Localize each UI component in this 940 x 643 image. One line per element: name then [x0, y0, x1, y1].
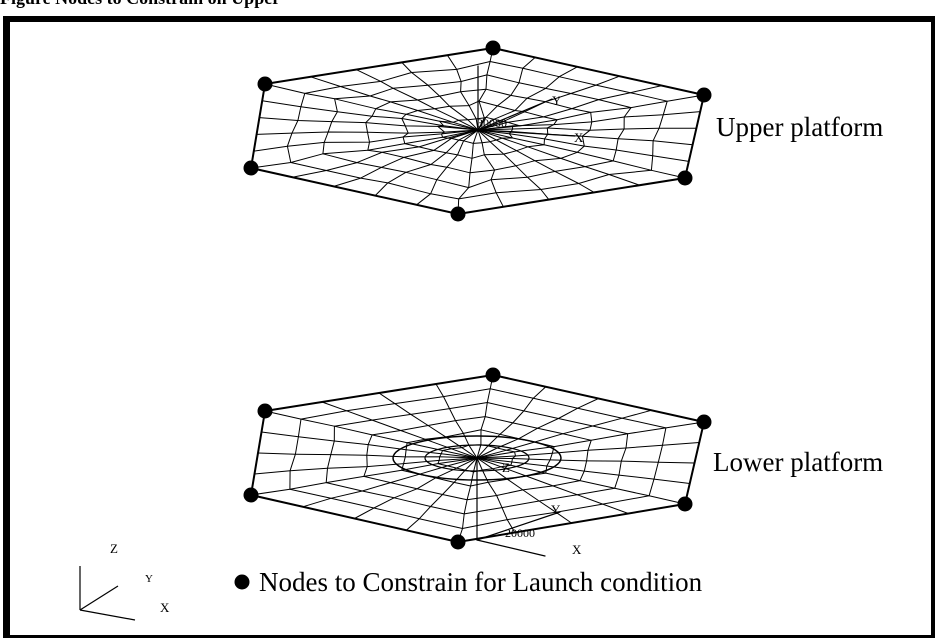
node-marker [257, 76, 273, 92]
mesh-spoke [477, 127, 697, 131]
caption-text: Figure Nodes to Constrain on Upper [0, 0, 280, 9]
triad-z-label: Z [110, 541, 118, 556]
upper-axis-line [477, 129, 576, 137]
upper-axis-x-label: X [574, 130, 584, 145]
lower-axis-line [476, 539, 546, 557]
mesh-ring [363, 416, 592, 501]
node-marker [243, 160, 259, 176]
lower-mesh-lines [250, 374, 705, 543]
mesh-ring [325, 402, 629, 515]
triad-x-axis [79, 609, 136, 621]
mesh-spoke [435, 383, 478, 459]
node-marker [257, 403, 273, 419]
upper-platform-label: Upper platform [716, 112, 883, 142]
lower-node-markers [243, 367, 712, 550]
node-marker [450, 534, 466, 550]
mesh-ring [401, 100, 558, 159]
mesh-spoke [250, 129, 479, 169]
mesh-ring [322, 74, 632, 189]
triad-y-axis [79, 585, 119, 611]
triad-x-label: X [160, 600, 170, 615]
lower-value-label: 20000 [505, 526, 535, 540]
legend-text: Nodes to Constrain for Launch condition [259, 567, 703, 597]
upper-mesh-lines [250, 47, 705, 215]
upper-platform-mesh [250, 47, 705, 215]
upper-value-label: 30000 [477, 116, 507, 130]
lower-axis-z-label: Z [502, 460, 510, 475]
figure-frame [3, 16, 935, 638]
lower-platform-mesh [250, 374, 705, 557]
mesh-spoke [261, 100, 479, 131]
legend-node-marker [234, 574, 250, 590]
upper-axis-y-label: Y [552, 93, 562, 108]
mesh-ring [437, 444, 516, 473]
node-marker [243, 487, 259, 503]
mesh-spoke [477, 129, 550, 201]
node-marker [677, 170, 693, 186]
node-marker [485, 40, 501, 56]
node-marker [450, 206, 466, 222]
node-marker [696, 414, 712, 430]
mesh-ring [437, 116, 521, 144]
caption-clipped: Figure Nodes to Constrain on Upper [0, 0, 940, 16]
mesh-ring [286, 61, 668, 200]
mesh-ring [289, 388, 667, 529]
upper-node-markers [243, 40, 712, 222]
triad-y-label: Y [145, 573, 153, 585]
axis-triad [79, 566, 136, 621]
mesh-ring [401, 429, 555, 487]
mesh-ring [365, 88, 593, 174]
node-marker [485, 367, 501, 383]
node-marker [696, 87, 712, 103]
mesh-spoke [264, 410, 478, 459]
lower-axis-y-label: Y [551, 502, 561, 517]
node-marker [677, 496, 693, 512]
lower-axis-x-label: X [572, 542, 582, 557]
lower-axis-line [476, 511, 561, 541]
upper-axis-line [477, 98, 553, 131]
lower-platform-label: Lower platform [713, 447, 883, 477]
